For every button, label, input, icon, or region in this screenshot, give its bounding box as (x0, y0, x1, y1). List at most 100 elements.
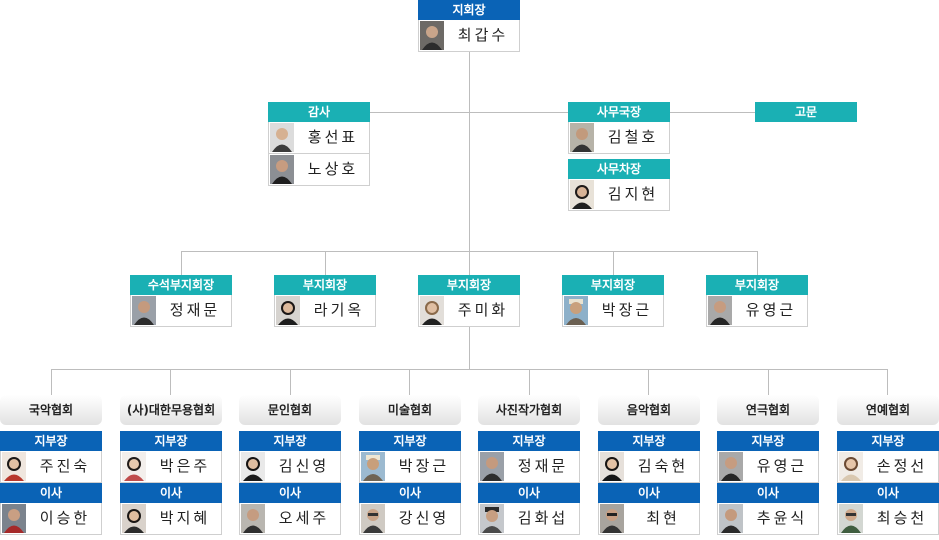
director-name: 강신영 (390, 503, 458, 534)
portrait-photo (361, 452, 385, 481)
branch-title: 지부장 (478, 431, 580, 451)
director-name: 최승천 (868, 503, 936, 534)
vice-secretary-title: 사무차장 (568, 159, 670, 179)
portrait-photo (708, 296, 732, 325)
vp-title-1: 수석부지회장 (130, 275, 232, 295)
director-title: 이사 (717, 483, 819, 503)
connector-vp2 (325, 251, 326, 275)
connector-assoc7 (768, 369, 769, 395)
vice-secretary-box: 사무차장 김지현 (568, 159, 670, 211)
secretary-title: 사무국장 (568, 102, 670, 122)
director-row: 박지혜 (120, 503, 222, 535)
portrait-photo (122, 504, 146, 533)
branch-name: 박장근 (390, 451, 458, 482)
association-box: 지부장 주진숙 이사 이승한 (0, 431, 102, 535)
branch-title: 지부장 (120, 431, 222, 451)
association-name: 음악협회 (598, 395, 700, 425)
portrait-photo (276, 296, 300, 325)
association-name: 연극협회 (717, 395, 819, 425)
vp-box-4: 부지회장 박장근 (562, 275, 664, 327)
director-name: 오세주 (270, 503, 338, 534)
vp-name-2: 라기옥 (305, 295, 373, 326)
branch-name: 박은주 (151, 451, 219, 482)
director-name: 추윤식 (748, 503, 816, 534)
branch-name: 김숙현 (629, 451, 697, 482)
secretary-row: 김철호 (568, 122, 670, 154)
association-box: 지부장 김숙현 이사 최현 (598, 431, 700, 535)
director-title: 이사 (239, 483, 341, 503)
vp-row-4: 박장근 (562, 295, 664, 327)
association-name: 문인협회 (239, 395, 341, 425)
vp-title-5: 부지회장 (706, 275, 808, 295)
branch-name: 김신영 (270, 451, 338, 482)
director-name: 김화섭 (509, 503, 577, 534)
connector-vp1 (181, 251, 182, 275)
president-row: 최갑수 (418, 20, 520, 52)
portrait-photo (2, 452, 26, 481)
auditor-name-2: 노상호 (299, 154, 367, 185)
vice-secretary-name: 김지현 (599, 179, 667, 210)
portrait-photo (839, 504, 863, 533)
portrait-photo (480, 452, 504, 481)
connector-assoc8 (887, 369, 888, 395)
association-name: (사)대한무용협회 (120, 395, 222, 425)
vice-secretary-row: 김지현 (568, 179, 670, 211)
connector-assoc4 (409, 369, 410, 395)
association-box: 지부장 손정선 이사 최승천 (837, 431, 939, 535)
branch-row: 주진숙 (0, 451, 102, 483)
vp-box-5: 부지회장 유영근 (706, 275, 808, 327)
portrait-photo (564, 296, 588, 325)
auditor-title: 감사 (268, 102, 370, 122)
portrait-photo (270, 123, 294, 152)
branch-row: 손정선 (837, 451, 939, 483)
director-title: 이사 (120, 483, 222, 503)
association-box: 지부장 박장근 이사 강신영 (359, 431, 461, 535)
president-box: 지회장 최갑수 (418, 0, 520, 52)
portrait-photo (719, 452, 743, 481)
vp-row-3: 주미화 (418, 295, 520, 327)
connector-assoc1 (51, 369, 52, 395)
director-title: 이사 (837, 483, 939, 503)
branch-title: 지부장 (717, 431, 819, 451)
association-name: 연예협회 (837, 395, 939, 425)
director-title: 이사 (359, 483, 461, 503)
president-title: 지회장 (418, 0, 520, 20)
branch-row: 박장근 (359, 451, 461, 483)
president-name: 최갑수 (449, 20, 517, 51)
branch-name: 정재문 (509, 451, 577, 482)
portrait-photo (570, 123, 594, 152)
connector-vp4 (613, 251, 614, 275)
branch-row: 김숙현 (598, 451, 700, 483)
vp-title-3: 부지회장 (418, 275, 520, 295)
branch-title: 지부장 (239, 431, 341, 451)
vp-name-3: 주미화 (449, 295, 517, 326)
association-name: 사진작가협회 (478, 395, 580, 425)
branch-name: 주진숙 (31, 451, 99, 482)
vp-box-1: 수석부지회장 정재문 (130, 275, 232, 327)
director-row: 이승한 (0, 503, 102, 535)
connector-vp5 (757, 251, 758, 275)
portrait-photo (600, 504, 624, 533)
director-name: 박지혜 (151, 503, 219, 534)
branch-title: 지부장 (598, 431, 700, 451)
branch-name: 손정선 (868, 451, 936, 482)
advisor-title: 고문 (755, 102, 857, 122)
director-row: 최승천 (837, 503, 939, 535)
director-row: 오세주 (239, 503, 341, 535)
connector-auditor (369, 112, 469, 113)
auditor-row: 홍선표 (268, 122, 370, 154)
vp-row-2: 라기옥 (274, 295, 376, 327)
vp-box-3: 부지회장 주미화 (418, 275, 520, 327)
vp-name-5: 유영근 (737, 295, 805, 326)
branch-name: 유영근 (748, 451, 816, 482)
association-box: 지부장 정재문 이사 김화섭 (478, 431, 580, 535)
branch-title: 지부장 (359, 431, 461, 451)
director-row: 김화섭 (478, 503, 580, 535)
portrait-photo (480, 504, 504, 533)
director-title: 이사 (0, 483, 102, 503)
branch-title: 지부장 (0, 431, 102, 451)
director-name: 이승한 (31, 503, 99, 534)
vp-box-2: 부지회장 라기옥 (274, 275, 376, 327)
portrait-photo (132, 296, 156, 325)
portrait-photo (361, 504, 385, 533)
